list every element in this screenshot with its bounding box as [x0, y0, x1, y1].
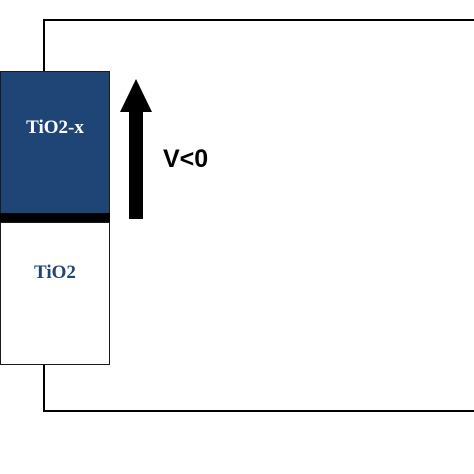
bias-arrow-shaft [129, 110, 143, 219]
wire-bottom-lead [43, 364, 45, 411]
wire-top-rail [43, 19, 474, 21]
wire-top-lead [43, 20, 45, 72]
tio2-x-layer [0, 71, 110, 214]
tio2-layer [0, 222, 110, 365]
tio2-x-label: TiO2-x [26, 117, 84, 138]
tio2-label: TiO2 [34, 262, 76, 283]
layer-interface [0, 213, 110, 222]
voltage-label: V<0 [163, 145, 209, 173]
bias-arrow-head-icon [120, 79, 152, 112]
wire-bottom-rail [43, 410, 474, 412]
